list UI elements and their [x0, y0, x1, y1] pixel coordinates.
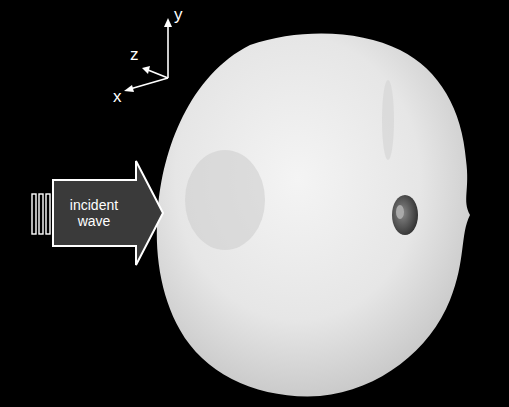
axis-label: z — [130, 46, 139, 64]
incident-wave-arrow: incident wave — [52, 160, 164, 266]
axis-label: y — [174, 6, 183, 24]
arrow-label: incident wave — [56, 197, 132, 229]
axis-label: x — [113, 88, 122, 106]
eye — [392, 195, 418, 235]
shading-patch — [382, 80, 394, 160]
head-surface — [157, 34, 470, 397]
shading-patch — [185, 150, 265, 250]
wavefront-lines — [32, 194, 50, 234]
axis-triad — [124, 18, 172, 92]
eye-highlight — [396, 205, 404, 219]
